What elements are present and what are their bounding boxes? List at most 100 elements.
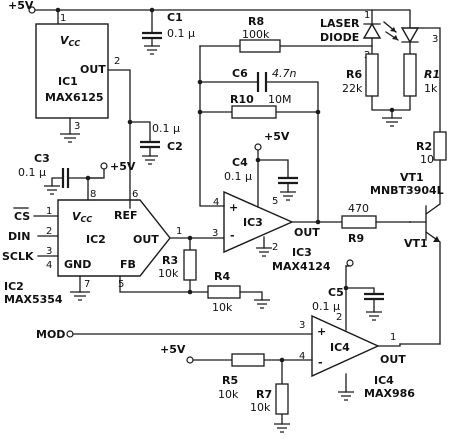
r1-value: 1k	[424, 82, 438, 95]
ic4-pin-minus: 4	[299, 351, 305, 362]
laser-label-2: DIODE	[320, 31, 359, 44]
r6-name: R6	[346, 68, 362, 81]
input-sclk: SCLK	[2, 250, 34, 263]
c6-value: 4.7n	[272, 67, 296, 80]
input-din: DIN	[8, 230, 30, 243]
c2-capacitor: 0.1 μ C2	[127, 119, 183, 165]
ic3-out-label: OUT	[294, 226, 320, 239]
ic4-pin-v: 2	[336, 312, 342, 323]
ic3-minus: -	[230, 229, 235, 242]
r4-name: R4	[214, 270, 230, 283]
laser-pin-3: 3	[432, 34, 438, 45]
ic2-pin-din: 2	[46, 226, 52, 237]
vt1-transistor: VT1 MNBT3904L VT1	[370, 171, 444, 345]
c3-name: C3	[34, 152, 50, 165]
ic1-name: IC1	[58, 75, 78, 88]
r7-resistor: R7 10k	[250, 383, 289, 415]
vt1-label-2: VT1	[404, 237, 428, 250]
ic2-pin-cs: 1	[46, 206, 52, 217]
r5-value: 10k	[218, 388, 239, 401]
r2-resistor: R2 10	[416, 131, 447, 195]
r1-resistor: R1 1k	[389, 27, 441, 133]
ic2-pin-fb: 5	[118, 279, 124, 290]
r9-resistor: 470 R9	[341, 202, 411, 245]
c2-value: 0.1 μ	[152, 122, 180, 135]
r6-value: 22k	[342, 82, 363, 95]
r3-name: R3	[162, 254, 178, 267]
c1-capacitor: C1 0.1 μ	[142, 9, 195, 55]
ic3-part: MAX4124	[272, 260, 331, 273]
r3-value: 10k	[158, 267, 179, 280]
laser-label-1: LASER	[320, 17, 360, 30]
ic2-part: MAX5354	[4, 293, 63, 306]
c3-capacitor: +5V C3 0.1 μ	[18, 152, 136, 195]
ic2-dac: VCC REF IC2 OUT GND FB 8 6 1 5 7 1 2 3 4…	[2, 177, 209, 306]
ic2-gnd-label: GND	[64, 258, 91, 271]
ic4-name: IC4	[330, 341, 350, 354]
r5-supply-label: +5V	[160, 343, 186, 356]
ic1-vcc-label: VCC	[60, 34, 80, 48]
laser-diode-symbol	[362, 22, 382, 39]
ic4-pin-plus: 3	[299, 320, 305, 331]
ic4-plus: +	[317, 325, 326, 338]
r9-value: 470	[348, 202, 369, 215]
laser-pin-1: 1	[364, 10, 370, 21]
c6-name: C6	[232, 67, 248, 80]
ic3-supply-terminal	[254, 143, 262, 151]
ic4-part: MAX986	[364, 387, 415, 400]
c4-name: C4	[232, 156, 248, 169]
ic1-pin-vcc: 1	[60, 13, 66, 24]
vt1-part: MNBT3904L	[370, 184, 444, 197]
ic2-pin-4: 4	[46, 260, 52, 271]
input-cs-bar: CS	[14, 210, 30, 223]
ic2-pin-sclk: 3	[46, 246, 52, 257]
ic3-plus: +	[229, 201, 238, 214]
r6-resistor: R6 22k	[342, 53, 402, 127]
ic4-body	[311, 314, 380, 378]
ic1-pin-out: 2	[114, 56, 120, 67]
c5-capacitor: C5 0.1 μ	[312, 286, 384, 321]
r2-value: 10	[420, 153, 434, 166]
r10-resistor: R10 10M	[230, 93, 292, 119]
r4-resistor: R4 10k	[207, 270, 270, 314]
ic2-out-label: OUT	[133, 233, 159, 246]
r8-resistor: R8 100k	[239, 15, 281, 53]
laser-diode-assembly: LASER DIODE 1 3 2	[320, 9, 438, 61]
c1-value: 0.1 μ	[167, 27, 195, 40]
ic2-fb-label: FB	[120, 258, 136, 271]
ic2-pin-ref: 6	[132, 189, 138, 200]
ic1-reference: 1 VCC OUT IC1 MAX6125 2 3	[35, 13, 131, 209]
c3-supply-label: +5V	[110, 160, 136, 173]
ic4-part-name: IC4	[374, 374, 394, 387]
c2-name: C2	[167, 140, 183, 153]
c3-value: 0.1 μ	[18, 166, 46, 179]
ic2-part-name: IC2	[4, 280, 24, 293]
r5-resistor: R5 10k	[218, 353, 265, 401]
ic3-pin-minus: 4	[213, 197, 219, 208]
r9-name: R9	[348, 232, 364, 245]
ic2-pin-gnd: 7	[84, 279, 90, 290]
c4-capacitor: C4 0.1 μ	[224, 156, 298, 201]
ic4-out-label: OUT	[380, 353, 406, 366]
ic1-out-label: OUT	[80, 63, 106, 76]
ic4-supply-terminal	[346, 259, 354, 267]
ic3-opamp: + - IC3 4 3 5 2 OUT IC3 MAX4124 +5V	[197, 45, 373, 273]
mod-terminal[interactable]	[66, 330, 74, 338]
c6-capacitor: C6 4.7n	[232, 67, 296, 92]
r2-name: R2	[416, 140, 432, 153]
r3-resistor: R3 10k	[158, 235, 225, 295]
r8-name: R8	[248, 15, 264, 28]
r7-name: R7	[256, 388, 272, 401]
input-mod: MOD	[36, 328, 65, 341]
ic2-ref-label: REF	[114, 209, 138, 222]
r5-supply-terminal	[186, 356, 194, 364]
c4-value: 0.1 μ	[224, 170, 252, 183]
ic3-name: IC3	[243, 216, 263, 229]
photodiode-symbol	[400, 27, 420, 44]
ic3-pin-gnd: 2	[272, 242, 278, 253]
ic3-supply-label: +5V	[264, 130, 290, 143]
r4-value: 10k	[212, 301, 233, 314]
ic4-minus: -	[318, 356, 323, 369]
ic1-part: MAX6125	[45, 91, 104, 104]
ic2-pin-out: 1	[176, 226, 182, 237]
